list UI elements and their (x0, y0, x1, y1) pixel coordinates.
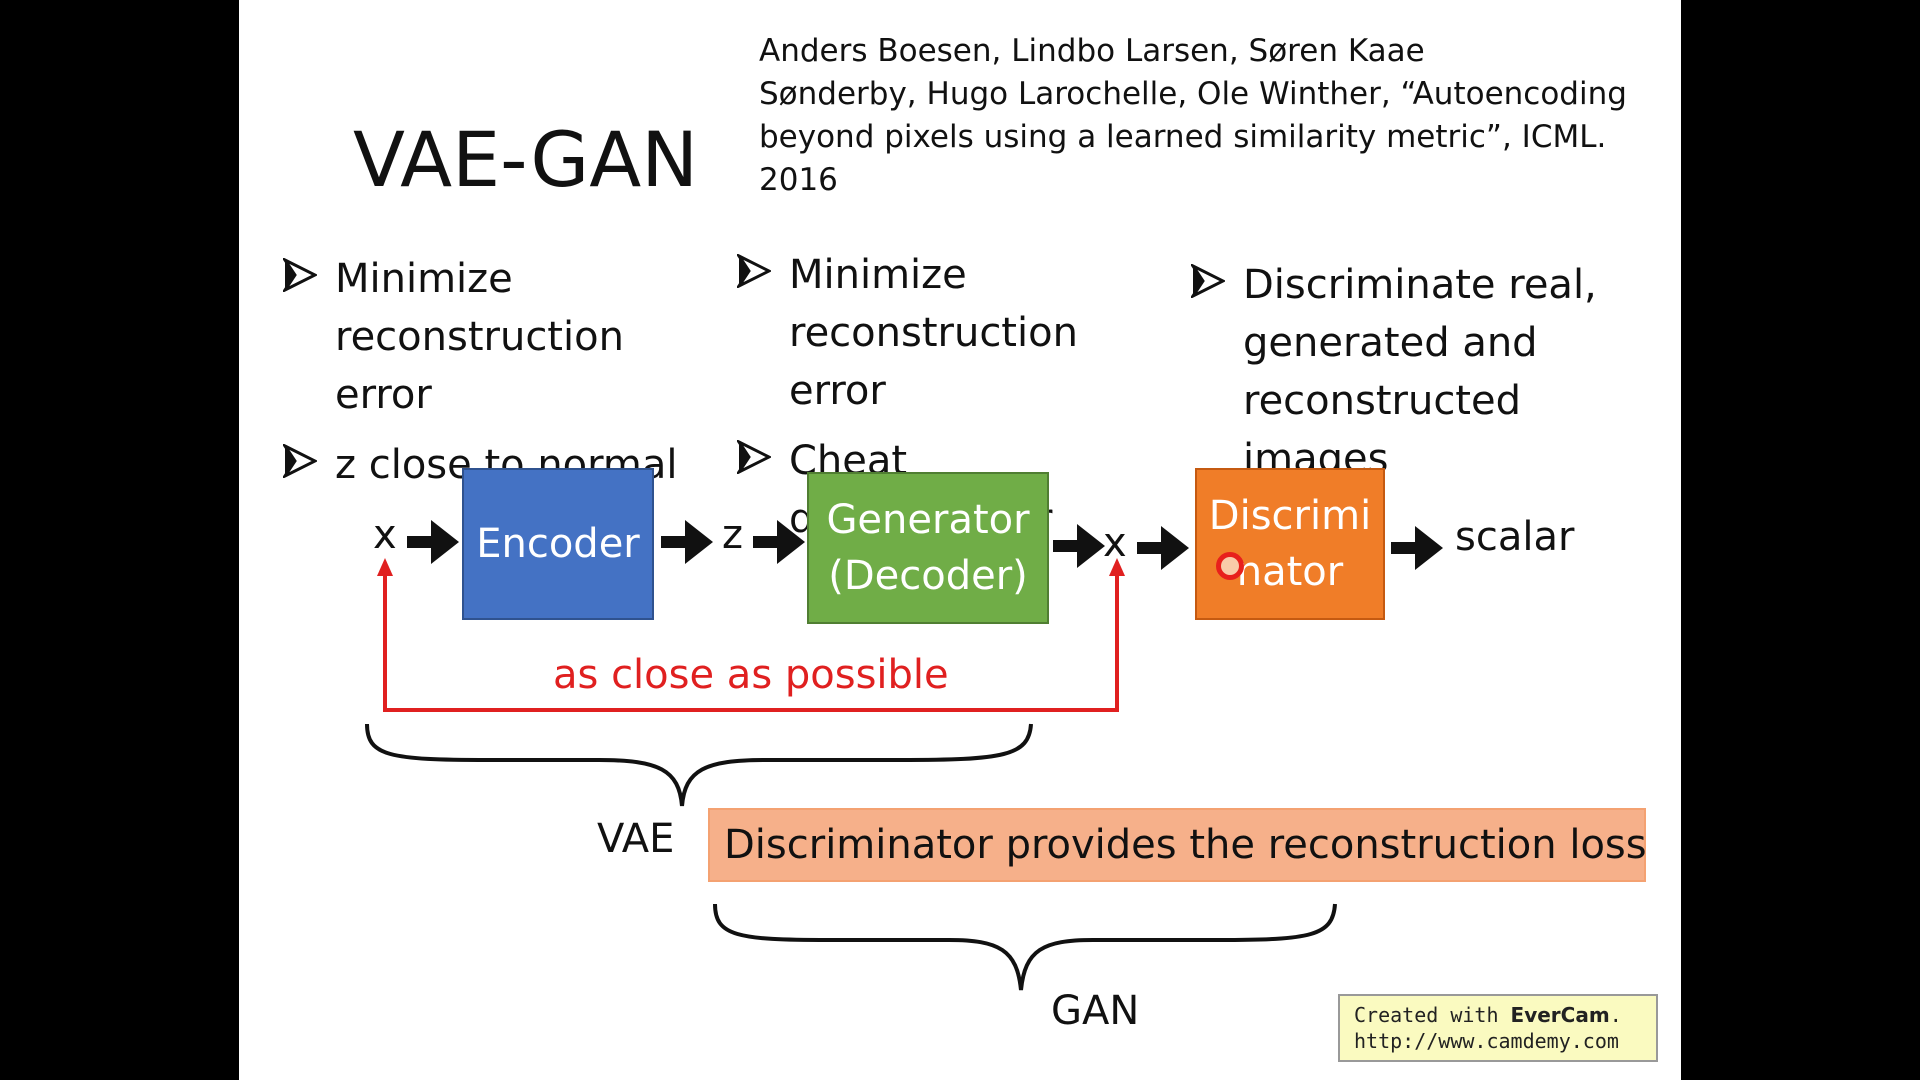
watermark-brand: EverCam (1510, 1003, 1610, 1027)
scalar-label: scalar (1455, 514, 1575, 560)
generator-label: (Decoder) (828, 553, 1028, 599)
bullet-arrow-icon (737, 254, 771, 288)
column-encoder-objectives: Minimize reconstruction error z close to… (283, 250, 703, 506)
diagram-connectors (365, 520, 1443, 991)
feedback-loop (377, 558, 1125, 712)
bullet-item: Minimize reconstruction error (283, 250, 703, 424)
callout-text: Discriminator provides the reconstructio… (724, 822, 1647, 868)
bullet-arrow-icon (283, 258, 317, 292)
citation-line: Sønderby, Hugo Larochelle, Ole Winther, … (759, 76, 1627, 112)
bullet-text: Minimize (335, 256, 513, 302)
generator-label: Generator (826, 497, 1030, 543)
flow-arrow-icon (1137, 526, 1189, 570)
bullet-text: generated and (1243, 320, 1538, 366)
bullet-arrow-icon (1191, 264, 1225, 298)
discriminator-label: nator (1236, 549, 1344, 595)
encoder-label: Encoder (476, 521, 640, 567)
bullet-text: Minimize (789, 252, 967, 298)
column-discriminator-objectives: Discriminate real, generated and reconst… (1191, 256, 1631, 500)
flow-arrows (407, 520, 1443, 570)
bullet-item: Minimize reconstruction error (737, 246, 1157, 420)
cursor-icon (1216, 552, 1244, 580)
input-x-label: x (373, 512, 397, 558)
brace-icon (365, 723, 1033, 807)
latent-z-label: z (722, 512, 743, 558)
callout-box: Discriminator provides the reconstructio… (708, 808, 1647, 882)
citation: Anders Boesen, Lindbo Larsen, Søren Kaae… (759, 30, 1659, 202)
feedback-label: as close as possible (553, 652, 949, 698)
generator-box: Generator (Decoder) (807, 472, 1049, 624)
bullet-text: Discriminate real, (1243, 262, 1597, 308)
flow-arrow-icon (1391, 526, 1443, 570)
vae-label: VAE (597, 816, 675, 862)
slide: VAE-GAN Anders Boesen, Lindbo Larsen, Sø… (239, 0, 1681, 1080)
discriminator-box: Discrimi nator (1195, 468, 1385, 620)
brace-icon (713, 903, 1337, 991)
flow-arrow-icon (661, 520, 713, 564)
watermark-url: http://www.camdemy.com (1354, 1029, 1619, 1053)
bullet-text: reconstruction error (335, 314, 624, 418)
bullet-item: Discriminate real, generated and reconst… (1191, 256, 1631, 488)
flow-arrow-icon (753, 520, 805, 564)
watermark-suffix: . (1609, 1003, 1622, 1027)
citation-line: beyond pixels using a learned similarity… (759, 119, 1607, 198)
slide-title: VAE-GAN (353, 115, 699, 204)
flow-arrow-icon (407, 520, 459, 564)
output-x-label: x (1103, 520, 1127, 566)
watermark-prefix: Created with (1354, 1003, 1511, 1027)
encoder-box: Encoder (462, 468, 654, 620)
watermark-badge: Created with EverCam. http://www.camdemy… (1338, 994, 1658, 1062)
discriminator-label: Discrimi (1208, 493, 1372, 539)
flow-arrow-icon (1053, 524, 1105, 568)
feedback-line (383, 572, 1119, 712)
feedback-arrowhead-icon (377, 558, 393, 576)
bullet-text: reconstruction error (789, 310, 1078, 414)
feedback-arrowhead-icon (1109, 558, 1125, 576)
bullet-arrow-icon (737, 440, 771, 474)
watermark-line: Created with EverCam. (1354, 1002, 1656, 1028)
citation-line: Anders Boesen, Lindbo Larsen, Søren Kaae (759, 33, 1425, 69)
bullet-arrow-icon (283, 444, 317, 478)
gan-label: GAN (1051, 988, 1140, 1034)
